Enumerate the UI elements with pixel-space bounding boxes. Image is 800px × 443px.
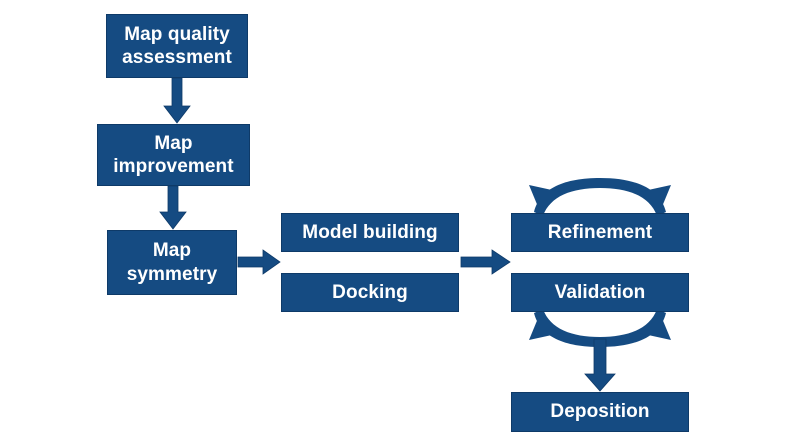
node-map-symmetry[interactable]: Map symmetry: [107, 230, 237, 295]
arrow-map-quality-to-map-improvement: [163, 77, 191, 124]
node-map-improvement[interactable]: Map improvement: [97, 124, 250, 186]
cycle-arrow-top: [529, 178, 671, 216]
cycle-arrow-bottom: [529, 309, 671, 347]
node-docking[interactable]: Docking: [281, 273, 459, 312]
node-validation[interactable]: Validation: [511, 273, 689, 312]
node-refinement[interactable]: Refinement: [511, 213, 689, 252]
arrow-cycle-to-deposition: [584, 338, 616, 392]
node-model-building[interactable]: Model building: [281, 213, 459, 252]
arrow-map-improvement-to-map-symmetry: [159, 185, 187, 230]
arrow-map-symmetry-to-build-dock: [237, 249, 281, 275]
arrow-build-dock-to-refine-validate: [460, 249, 511, 275]
node-deposition[interactable]: Deposition: [511, 392, 689, 432]
node-map-quality-assessment[interactable]: Map quality assessment: [106, 14, 248, 78]
